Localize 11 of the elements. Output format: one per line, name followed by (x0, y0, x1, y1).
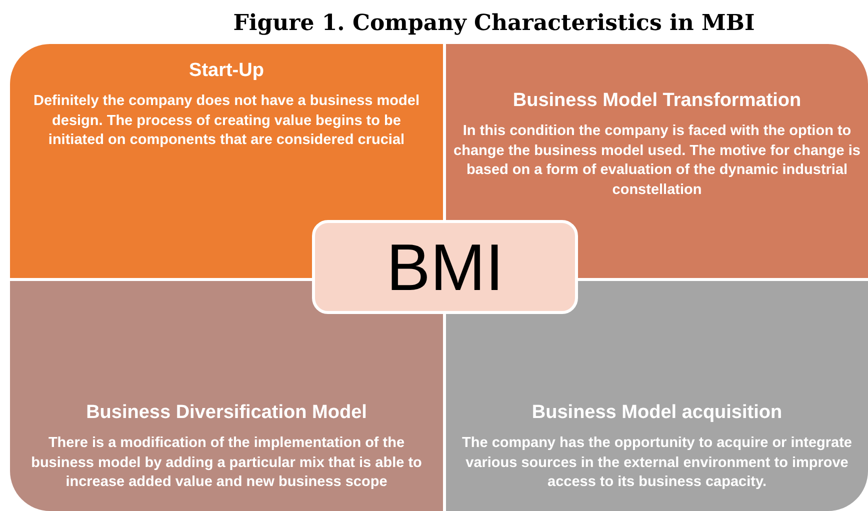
center-label: BMI (386, 229, 504, 305)
quadrant-heading: Business Model acquisition (532, 402, 782, 424)
quadrant-description: Definitely the company does not have a business model design. The process of creating value begins to be initiated on components that are considered crucial (32, 92, 420, 150)
quadrant-description: There is a modification of the implementation of the business model by adding a particular mix that is able to increase added value and new business scope (30, 434, 423, 492)
quadrant-description: In this condition the company is faced with the option to change the business model used. The motive for change is based on a form of evaluation of the dynamic industrial constellation (452, 122, 862, 200)
title: Figure 1. Company Characteristics in MBI (232, 10, 756, 36)
quadrant-heading: Business Model Transformation (512, 90, 802, 112)
quadrant-description: The company has the opportunity to acquire or integrate various sources in the external environment to improve access to its business capacity. (461, 434, 853, 492)
quadrant-heading: Start-Up (189, 60, 264, 82)
center-box (312, 220, 578, 314)
quadrant-heading: Business Diversification Model (86, 402, 367, 424)
